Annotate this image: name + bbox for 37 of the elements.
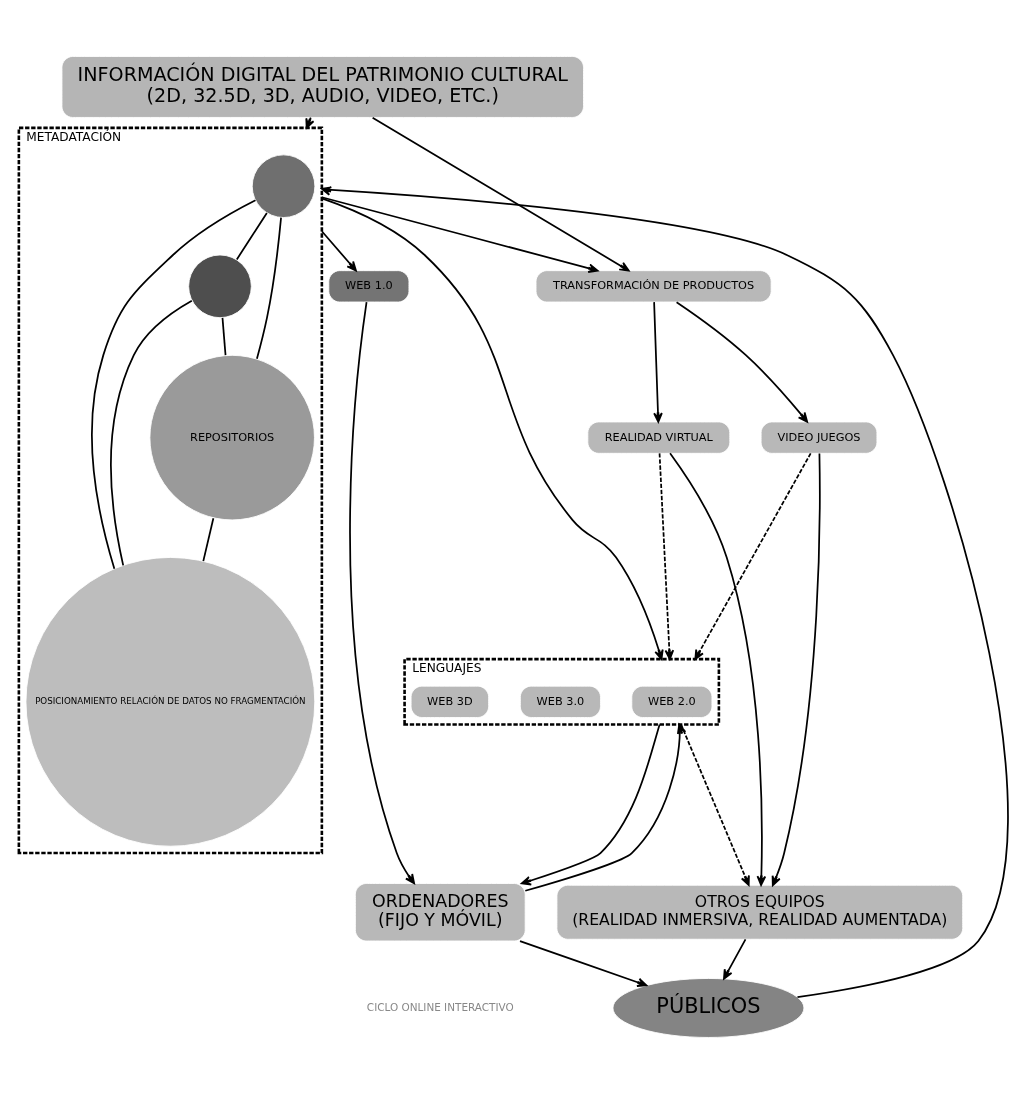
node-box: REALIDAD VIRTUAL [587,421,731,454]
arrow [321,229,357,271]
node-box: ORDENADORES (FIJO Y MÓVIL) [354,882,526,941]
node-box: WEB 2.0 [631,685,713,718]
arrow [371,116,630,271]
arrow [519,939,648,987]
node-circle [251,153,316,218]
arrow [321,185,1009,998]
node-box: OTROS EQUIPOS (REALIDAD INMERSIVA, REALIDAD AUMENTADA) [556,884,964,940]
arrow [321,197,664,660]
connector [91,198,257,570]
connector [256,216,282,360]
node-box: VIDEO JUEGOS [760,421,878,454]
arrow [658,452,675,660]
label: CICLO ONLINE INTERACTIVO [366,1000,514,1013]
arrow [669,451,767,886]
arrow [321,195,599,273]
arrow [520,723,661,885]
node-box: WEB 3.0 [519,685,601,718]
arrow [653,300,663,423]
arrow [771,452,821,886]
arrow [524,723,687,892]
node-box: WEB 3D [410,685,490,718]
arrow [680,723,750,886]
arrow [349,300,416,884]
node-box: WEB 1.0 [328,269,410,302]
connector [202,516,215,562]
connector [221,316,227,356]
arrow [723,937,747,980]
arrow [675,300,809,423]
connector [235,211,268,260]
node-circle: REPOSITORIOS [149,354,315,520]
arrow [694,452,812,660]
node-circle [188,254,252,318]
connector [110,299,193,566]
node-box: TRANSFORMACIÓN DE PRODUCTOS [535,269,772,302]
node-circle: POSICIONAMIENTO RELACIÓN DE DATOS NO FRAGMENTACIÓN [25,556,316,847]
